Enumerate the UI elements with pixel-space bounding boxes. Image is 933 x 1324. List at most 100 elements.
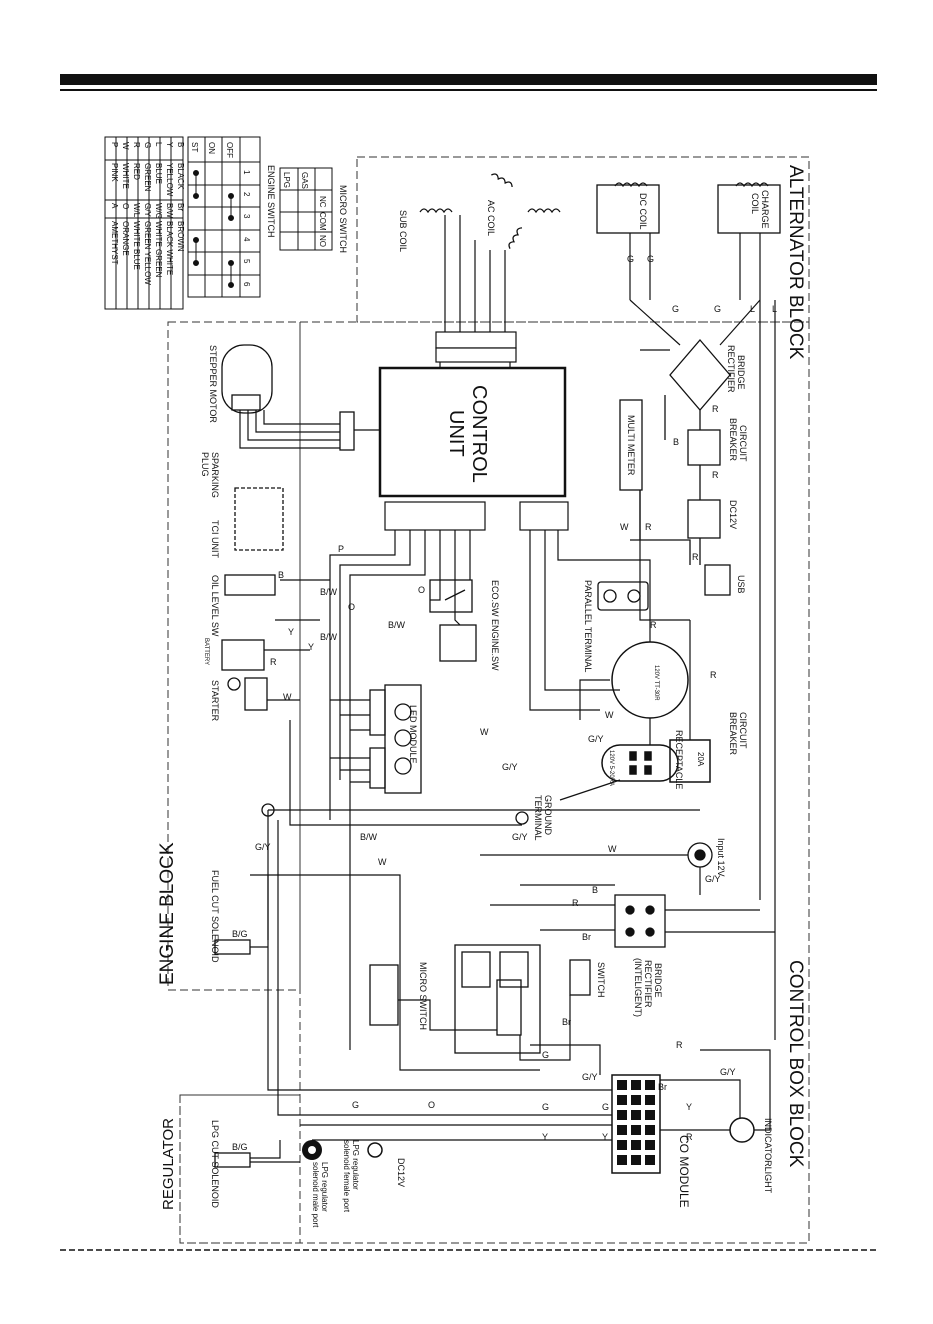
wire-label-y: Y xyxy=(542,1132,548,1142)
led-connector-1 xyxy=(369,689,386,736)
eco-engine-switch-label: ECO.SW ENGINE.SW xyxy=(490,580,500,671)
starter-label: STARTER xyxy=(210,680,220,722)
engine-table-col-1: 1 xyxy=(242,170,251,175)
usb-label: USB xyxy=(736,575,746,594)
control-unit-connector-right xyxy=(519,501,569,531)
spark-plug-label-1: SPARKING xyxy=(210,452,220,498)
receptacle-label: RECEPTACLE xyxy=(674,730,684,789)
parallel-terminal-post-1 xyxy=(603,589,617,603)
legend-cell: Y xyxy=(165,142,174,148)
ground-terminal-label-2: TERMINAL xyxy=(533,795,543,841)
lpg-cut-solenoid xyxy=(214,1152,251,1168)
bridge-rectifier-label-1: BRIDGE xyxy=(736,355,746,390)
wire-label-gy: G/Y xyxy=(705,874,721,884)
micro-switch-table-title: MICRO SWITCH xyxy=(338,185,348,253)
led-3 xyxy=(394,757,412,775)
usb-port xyxy=(704,564,731,596)
stepper-motor xyxy=(221,344,273,414)
legend-cell: ORANGE xyxy=(121,221,130,256)
oil-level-label: OIL LEVEL SW xyxy=(210,575,220,637)
fuel-cut-label: FUEL CUT SOLENOID xyxy=(210,870,220,963)
indicator-light xyxy=(729,1117,755,1143)
bridge-rectifier-label-2: RECTIFIER xyxy=(726,345,736,393)
wire-label-br: Br xyxy=(562,1017,571,1027)
legend-cell: O xyxy=(121,203,130,209)
engine-table-col-5: 5 xyxy=(242,259,251,264)
engine-table-col-3: 3 xyxy=(242,214,251,219)
wire-label-b: B xyxy=(592,885,598,895)
starter-relay xyxy=(244,677,268,711)
wire-label-w: W xyxy=(378,857,387,867)
legend-cell: WHITE xyxy=(121,163,130,189)
micro-switch-window-2 xyxy=(499,951,529,988)
engine-switch xyxy=(439,624,477,662)
regulator-title: REGULATOR xyxy=(160,1118,177,1210)
led-1 xyxy=(394,703,412,721)
legend-cell: P xyxy=(110,142,119,147)
legend-cell: W xyxy=(121,142,130,150)
wire-label-r: R xyxy=(270,657,277,667)
legend-cell: A xyxy=(110,203,119,209)
wire-label-o: O xyxy=(428,1100,435,1110)
micro-switch-module xyxy=(454,944,541,1054)
co-module-label: CO MODULE xyxy=(677,1135,691,1208)
legend-cell: RED xyxy=(132,163,141,180)
engine-table-col-6: 6 xyxy=(242,282,251,287)
ac-coil-icon-3 xyxy=(508,227,523,249)
control-unit-connector-left xyxy=(384,501,486,531)
wire-label-gy: G/Y xyxy=(512,832,528,842)
charge-coil-label-1: CHARGE xyxy=(760,190,770,229)
micro-switch-connector xyxy=(496,979,522,1036)
legend-cell: BROWN xyxy=(176,221,185,252)
micro-table-header-nc: NC xyxy=(318,196,327,208)
parallel-terminal xyxy=(597,581,649,611)
breaker-rating: 20A xyxy=(696,752,705,767)
battery-symbol xyxy=(221,639,265,671)
stepper-plug xyxy=(339,411,355,451)
lpg-female-label-2: solenoid female port xyxy=(342,1140,351,1213)
receptacle-breaker-label-2: BREAKER xyxy=(728,712,738,756)
engine-block-outline xyxy=(167,321,301,991)
alternator-block-outline xyxy=(356,156,810,323)
ground-terminal-label-1: GROUND xyxy=(543,795,553,835)
micro-table-row-lpg: LPG xyxy=(282,172,291,188)
wire-label-r: R xyxy=(712,470,719,480)
engine-table-row-off: OFF xyxy=(225,142,234,158)
wire-label-gy: G/Y xyxy=(588,734,604,744)
legend-cell: AMETHYST xyxy=(110,221,119,265)
engine-block-title: ENGINE BLOCK xyxy=(157,842,178,985)
wire-label-g: G xyxy=(647,254,654,264)
dc-coil-icon xyxy=(614,182,648,188)
ac-coil-label: AC COIL xyxy=(486,200,496,236)
multi-meter-box xyxy=(619,399,643,491)
legend-cell: WHITE GREEN xyxy=(154,221,163,278)
wire-label-r: R xyxy=(712,404,719,414)
legend-cell: W/L xyxy=(132,203,141,218)
wire-label-o: O xyxy=(418,585,425,595)
eco-switch xyxy=(429,579,473,613)
legend-cell: GREEN YELLOW xyxy=(143,221,152,285)
led-module-label: LED MODULE xyxy=(408,705,418,764)
header-bar xyxy=(60,74,877,85)
sub-coil-label: SUB COIL xyxy=(398,210,408,252)
wire-label-l: L xyxy=(772,304,777,314)
receptacle-sec-rating: 120V 5-20RA xyxy=(608,750,614,786)
legend-cell: R xyxy=(132,142,141,148)
control-unit-label-1: CONTROL xyxy=(468,385,490,483)
wire-label-o: O xyxy=(348,602,355,612)
wire-label-r: R xyxy=(650,620,657,630)
bridge-int-label-2: RECTIFIER xyxy=(643,960,653,1008)
wire-label-r: R xyxy=(710,670,717,680)
micro-table-row-gas: GAS xyxy=(300,172,309,189)
legend-cell: G/Y xyxy=(143,203,152,217)
control-unit-label-2: UNIT xyxy=(445,410,467,457)
wire-label-g: G xyxy=(542,1050,549,1060)
oil-level-switch xyxy=(224,574,276,596)
lpg-male-label-2: solenoid male port xyxy=(311,1162,320,1228)
receptacle-breaker-label-1: CIRCUIT xyxy=(738,712,748,749)
switch-label: SWITCH xyxy=(596,962,606,998)
micro-switch-lever xyxy=(369,964,399,1026)
wire-label-r: R xyxy=(686,1132,693,1142)
legend-cell: B xyxy=(176,142,185,147)
legend-cell: L xyxy=(154,142,163,147)
